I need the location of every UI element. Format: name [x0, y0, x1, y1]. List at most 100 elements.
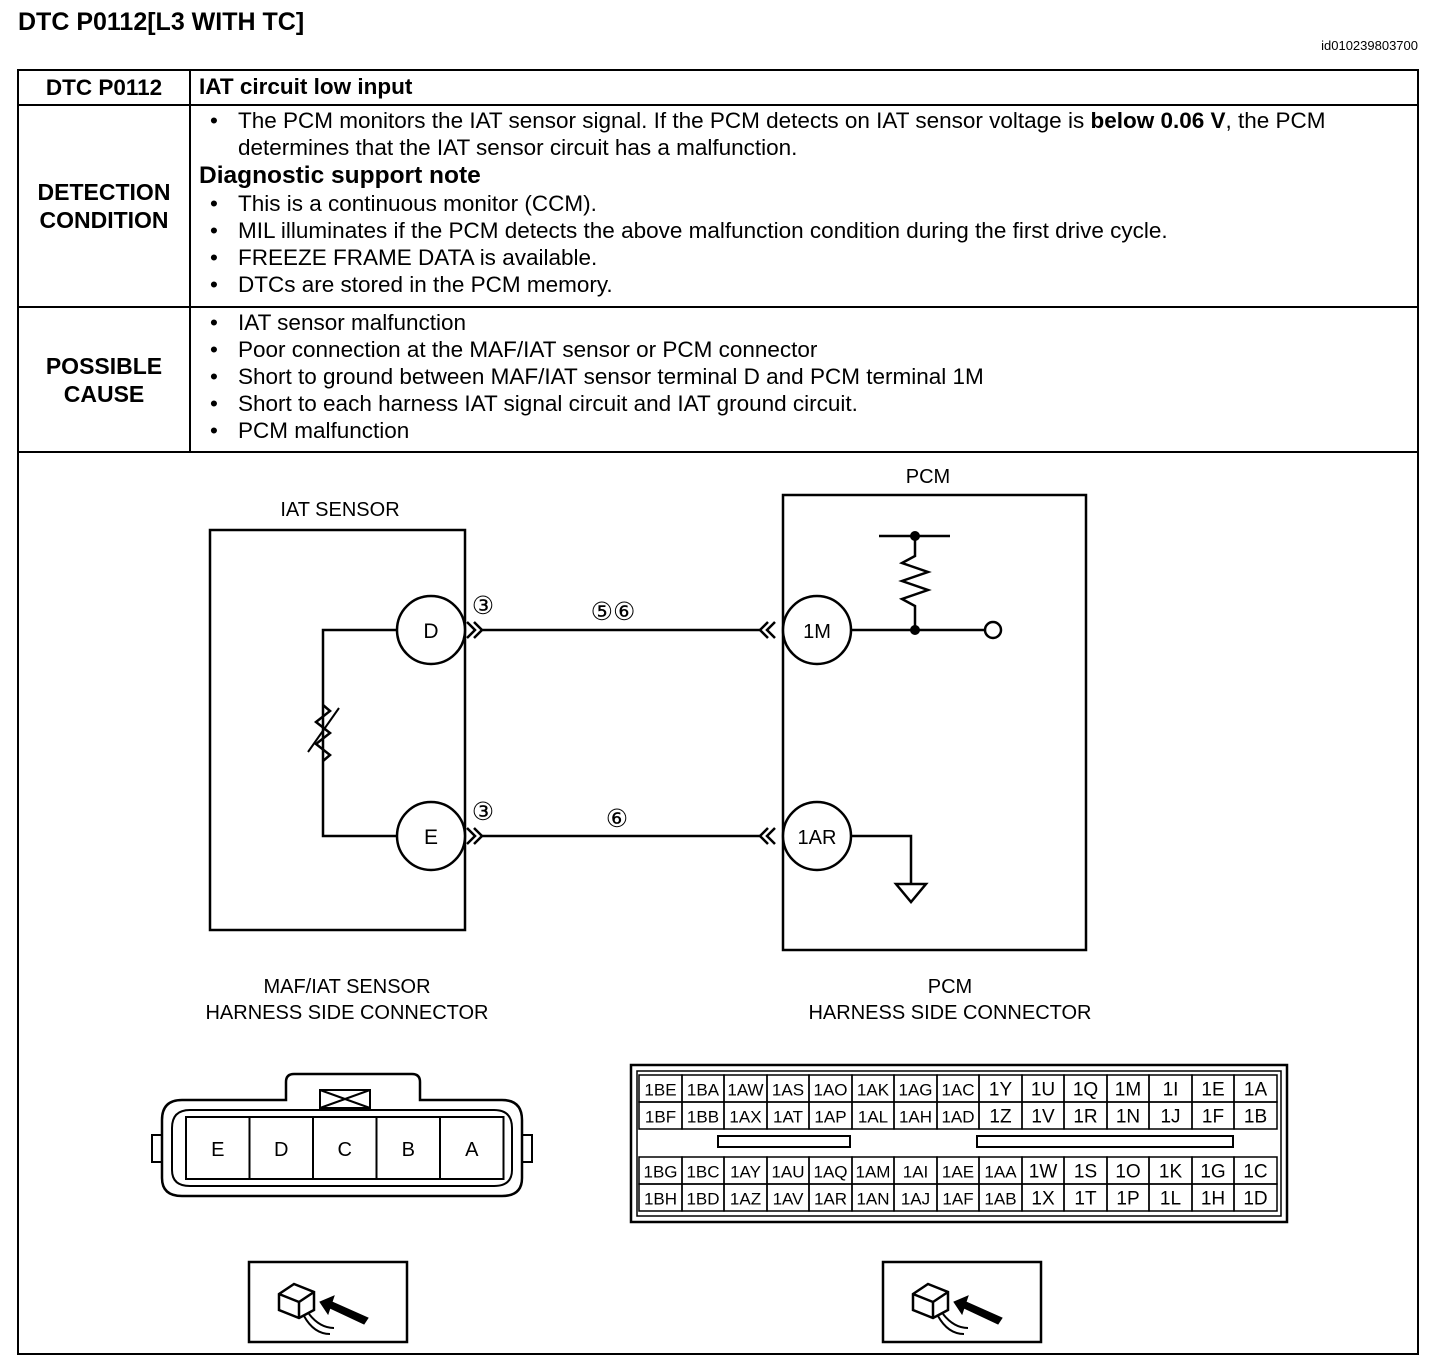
- wiring-diagram-panel: IAT SENSOR D E ③ ③ ⑤⑥ ⑥ PCM 1M: [17, 452, 1419, 1355]
- pcm-connector-inner: [636, 1070, 1282, 1217]
- pcm-pin-label: 1I: [1163, 1080, 1179, 1101]
- list-item: DTCs are stored in the PCM memory.: [199, 271, 1409, 298]
- possible-cause-row: POSSIBLE CAUSE IAT sensor malfunction Po…: [17, 306, 1419, 453]
- pcm-pin-cell: [1233, 1183, 1278, 1212]
- pcm-pin-label: 1AF: [942, 1190, 973, 1209]
- pcm-pin-label: 1AJ: [901, 1190, 930, 1209]
- pcm-pin-label: 1AT: [773, 1108, 803, 1127]
- pcm-pin-label: 1P: [1116, 1189, 1139, 1210]
- pcm-pin-label: 1M: [1115, 1080, 1141, 1101]
- probe-arrow-icon: [319, 1295, 369, 1325]
- detection-condition-row: DETECTION CONDITION The PCM monitors the…: [17, 104, 1419, 308]
- detection-text-post: , the PCM determines that the IAT sensor…: [238, 108, 1326, 160]
- circuit-marker-3-bottom: ③: [472, 798, 494, 826]
- pcm-pin-label: 1L: [1160, 1189, 1181, 1210]
- detection-main-list: The PCM monitors the IAT sensor signal. …: [199, 107, 1409, 161]
- connector-chevron: [765, 621, 776, 639]
- pcm-pin-label: 1BF: [645, 1108, 676, 1127]
- pcm-label: PCM: [906, 466, 950, 488]
- pcm-pin-label: 1BE: [644, 1081, 676, 1100]
- pcm-pin-label: 1BB: [687, 1108, 719, 1127]
- pcm-pin-label: 1BH: [644, 1190, 677, 1209]
- pcm-pin-label: 1AD: [941, 1108, 974, 1127]
- pcm-pin-label: 1X: [1031, 1189, 1055, 1210]
- pcm-pin-label: 1AW: [727, 1081, 763, 1100]
- pcm-pin-label: 1A: [1244, 1080, 1268, 1101]
- terminal-d-label: D: [423, 620, 438, 643]
- pcm-pin-label: 1AI: [903, 1163, 929, 1182]
- pcm-pin-label: 1AZ: [730, 1190, 761, 1209]
- maf-pin-cell: [439, 1116, 505, 1180]
- junction-dot: [910, 531, 920, 541]
- detection-condition-content: The PCM monitors the IAT sensor signal. …: [189, 104, 1419, 308]
- terminal-e-label: E: [424, 826, 438, 849]
- connector-chevron: [765, 827, 776, 845]
- iat-internal-wire: [321, 628, 400, 838]
- probe-arrow-icon: [953, 1295, 1003, 1325]
- pcm-box: [781, 493, 1088, 952]
- cause-label-line1: POSSIBLE: [45, 352, 163, 379]
- maf-pin-label: E: [211, 1139, 224, 1161]
- iat-sensor-label: IAT SENSOR: [280, 499, 399, 521]
- maf-pin-label: D: [274, 1139, 288, 1161]
- cause-label-line2: CAUSE: [63, 380, 145, 407]
- maf-pin-label: B: [402, 1139, 415, 1161]
- pcm-pin-label: 1Z: [989, 1107, 1012, 1128]
- connector-chevron: [466, 621, 477, 639]
- pcm-pin-label: 1O: [1115, 1162, 1140, 1183]
- pcm-pin-label: 1U: [1031, 1080, 1055, 1101]
- pcm-pin-label: 1AR: [814, 1190, 847, 1209]
- pcm-pin-label: 1AP: [814, 1108, 846, 1127]
- pcm-connector-key-left: [717, 1135, 851, 1148]
- pcm-pin-label: 1B: [1244, 1107, 1267, 1128]
- page-title: DTC P0112[L3 WITH TC]: [18, 8, 305, 36]
- pcm-pin-label: 1D: [1243, 1189, 1267, 1210]
- pull-up-resistor-icon: [898, 536, 932, 630]
- connector-plug-icon: [277, 1282, 316, 1320]
- circuit-marker-3-top: ③: [472, 592, 494, 620]
- dtc-table: DTC P0112 IAT circuit low input DETECTIO…: [17, 69, 1419, 453]
- support-note-list: This is a continuous monitor (CCM). MIL …: [199, 190, 1409, 298]
- dtc-description-cell: IAT circuit low input: [189, 69, 1419, 106]
- maf-connector-lock-mark: [319, 1089, 371, 1109]
- detection-text-pre: The PCM monitors the IAT sensor signal. …: [238, 108, 1091, 133]
- junction-dot: [910, 625, 920, 635]
- list-item: This is a continuous monitor (CCM).: [199, 190, 1409, 217]
- pcm-pin-label: 1AV: [773, 1190, 805, 1209]
- support-note-heading: Diagnostic support note: [199, 162, 481, 189]
- pcm-pin-label: 1AS: [772, 1081, 804, 1100]
- dtc-code-cell: DTC P0112: [17, 69, 191, 106]
- icon-frame: [881, 1260, 1043, 1344]
- pcm-pin-label: 1Q: [1073, 1080, 1098, 1101]
- detection-label-line2: CONDITION: [39, 207, 169, 233]
- detection-condition-label: DETECTION CONDITION: [17, 104, 191, 308]
- pcm-pin-label: 1K: [1159, 1162, 1183, 1183]
- pcm-pin-label: 1N: [1116, 1107, 1140, 1128]
- pcm-pin-label: 1W: [1029, 1162, 1058, 1183]
- list-item: Short to ground between MAF/IAT sensor t…: [199, 363, 1409, 390]
- circuit-marker-6: ⑥: [606, 805, 628, 833]
- maf-connector-left-tab: [151, 1134, 162, 1163]
- possible-cause-content: IAT sensor malfunction Poor connection a…: [189, 306, 1419, 453]
- pcm-pin-label: 1C: [1243, 1162, 1267, 1183]
- list-item: MIL illuminates if the PCM detects the a…: [199, 217, 1409, 244]
- wiring-diagram: IAT SENSOR D E ③ ③ ⑤⑥ ⑥ PCM 1M: [151, 466, 1289, 1344]
- pcm-pin-label: 1AQ: [813, 1163, 847, 1182]
- possible-cause-label: POSSIBLE CAUSE: [17, 306, 191, 453]
- thermistor-icon: [313, 704, 333, 762]
- pcm-pin-label: 1BC: [686, 1163, 719, 1182]
- pcm-pin-label: 1BA: [687, 1081, 720, 1100]
- harness-wire-icon: [303, 1313, 335, 1335]
- pcm-pin-label: 1AN: [856, 1190, 889, 1209]
- pcm-pin-label: 1S: [1074, 1162, 1097, 1183]
- list-item: FREEZE FRAME DATA is available.: [199, 244, 1409, 271]
- pcm-pin-label: 1G: [1200, 1162, 1225, 1183]
- maf-connector-inner-shell: [171, 1109, 513, 1187]
- document-id: id010239803700: [1321, 38, 1418, 53]
- maf-connector-right-tab: [522, 1134, 533, 1163]
- list-item: PCM malfunction: [199, 417, 1409, 444]
- pcm-pin-label: 1AL: [858, 1108, 888, 1127]
